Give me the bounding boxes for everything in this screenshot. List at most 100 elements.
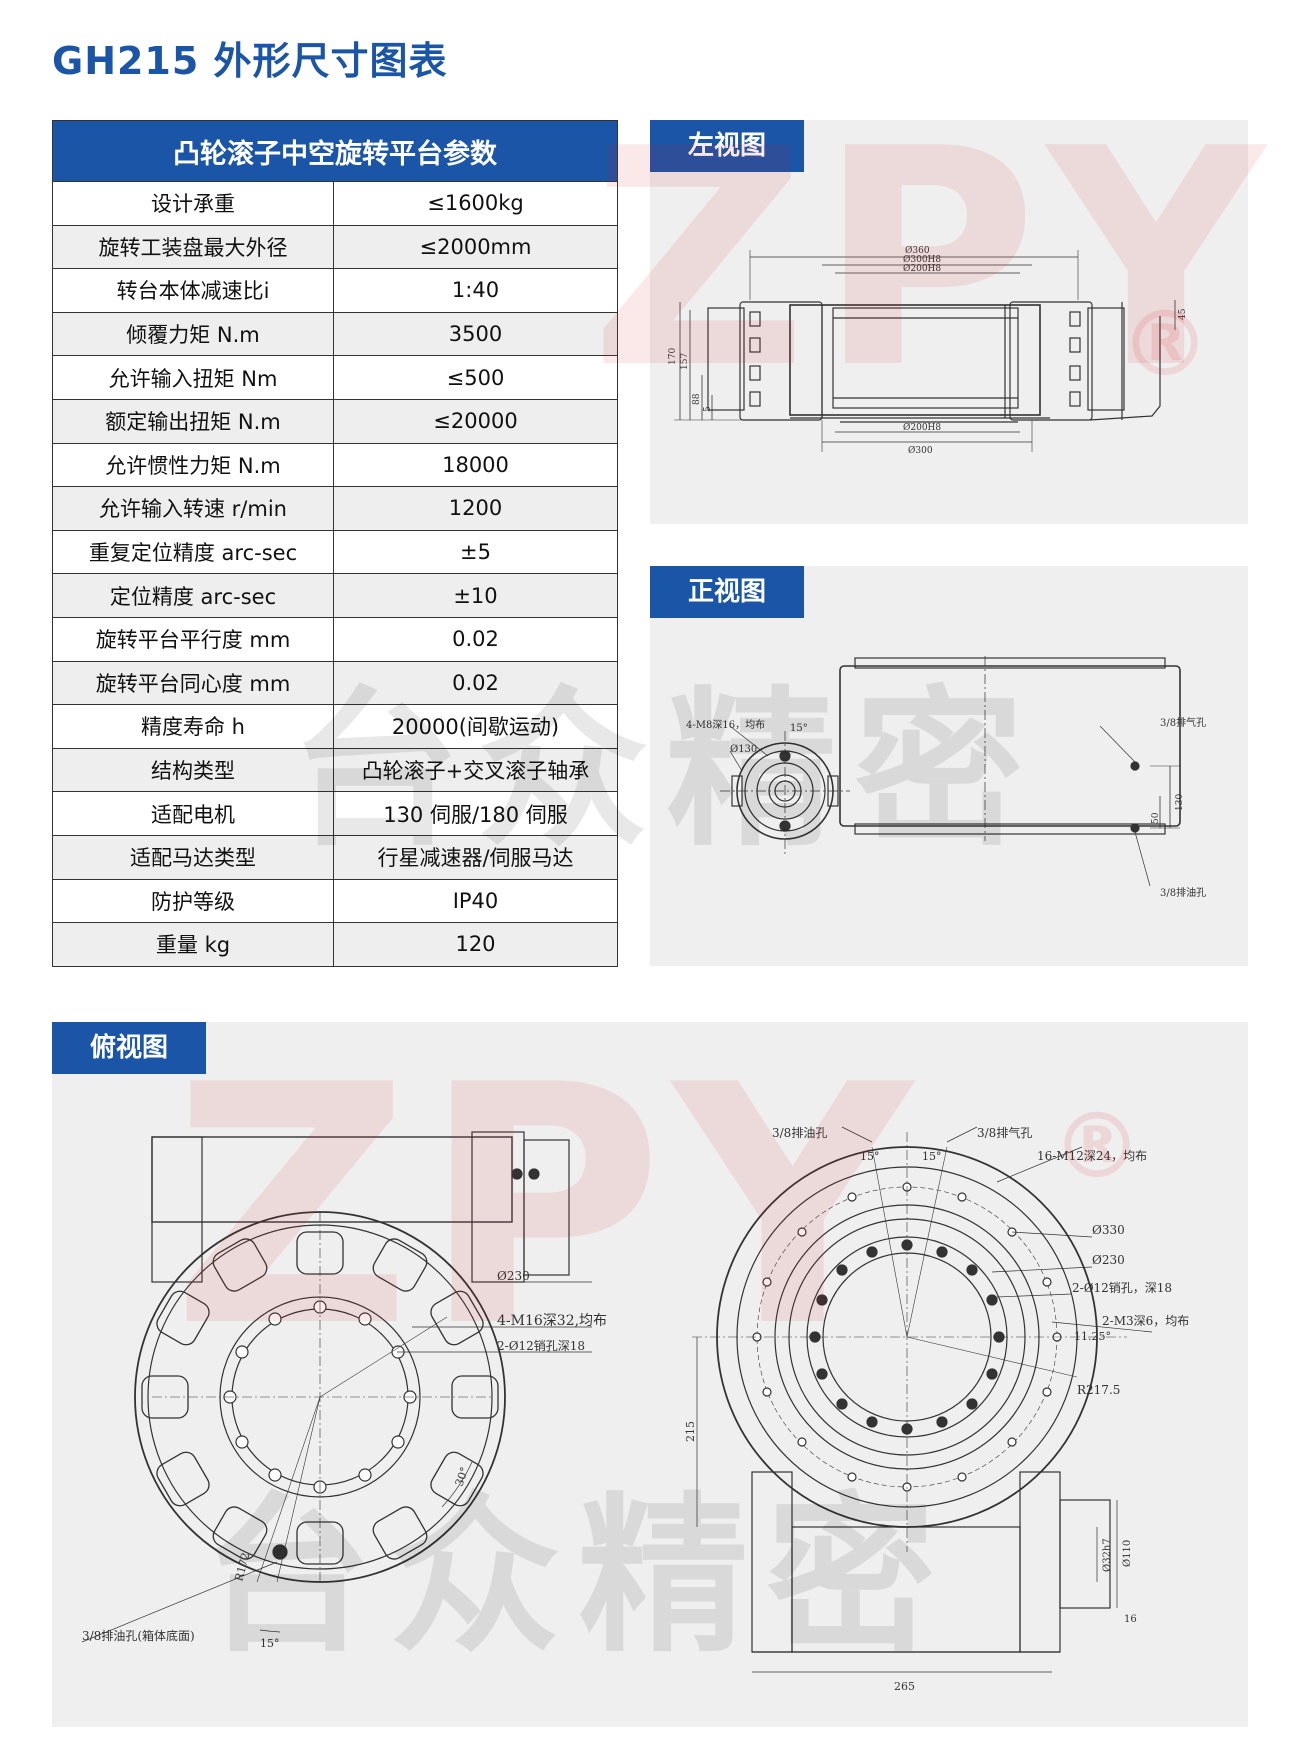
dim-d300: Ø300: [908, 445, 933, 456]
dim-d200h8: Ø200H8: [903, 263, 941, 274]
param-value: 18000: [333, 442, 618, 488]
note-left-a15: 15°: [260, 1637, 280, 1650]
page-title: GH215 外形尺寸图表: [52, 39, 448, 83]
note-right-m12: 16-M12深24，均布: [1037, 1149, 1147, 1163]
param-value: ±10: [333, 573, 618, 618]
param-value: ≤500: [333, 355, 618, 400]
note-left-m16: 4-M16深32,均布: [497, 1313, 607, 1329]
param-value: ≤1600kg: [333, 181, 618, 226]
table-row: 旋转工装盘最大外径≤2000mm: [52, 224, 618, 270]
top-view-right-drawing: 3/8排油孔 3/8排气孔 15° 15° 16-M12深24，均布 Ø330 …: [684, 1125, 1189, 1693]
param-name: 允许输入扭矩 Nm: [52, 355, 334, 400]
param-name: 倾覆力矩 N.m: [52, 311, 334, 357]
param-name: 旋转平台同心度 mm: [52, 660, 334, 706]
dim-h45: 45: [1178, 308, 1188, 320]
param-name: 重复定位精度 arc-sec: [52, 529, 334, 575]
left-view-panel: 左视图 Ø360 Ø300H8 Ø200H8 Ø200H8: [590, 110, 1265, 524]
param-name: 旋转平台平行度 mm: [52, 616, 334, 662]
param-name: 转台本体减速比i: [52, 268, 334, 313]
front-view-tab: 正视图: [650, 566, 805, 618]
note-right-r2175: R217.5: [1077, 1383, 1120, 1397]
note-m8: 4-M8深16，均布: [686, 719, 765, 731]
note-d130: Ø130: [730, 744, 757, 755]
top-view-panel: 俯视图: [52, 1022, 1248, 1727]
spec-table: 凸轮滚子中空旋转平台参数 设计承重≤1600kg 旋转工装盘最大外径≤2000m…: [52, 120, 618, 967]
dim-h157: 157: [680, 353, 690, 370]
note-right-m3: 2-M3深6，均布: [1102, 1314, 1189, 1328]
table-row: 允许输入扭矩 Nm≤500: [52, 355, 618, 400]
left-view-tab: 左视图: [650, 120, 805, 172]
dim-h50: 50: [1151, 812, 1161, 824]
note-right-d230: Ø230: [1092, 1253, 1125, 1267]
table-row: 额定输出扭矩 N.m≤20000: [52, 398, 618, 444]
dim-d200h8-bottom: Ø200H8: [903, 422, 941, 433]
param-name: 适配马达类型: [52, 834, 334, 880]
note-right-w265: 265: [894, 1680, 915, 1693]
dim-h170: 170: [668, 348, 678, 365]
param-name: 定位精度 arc-sec: [52, 573, 334, 618]
note-right-d32: Ø32h7: [1102, 1538, 1113, 1572]
table-header: 凸轮滚子中空旋转平台参数: [52, 120, 618, 182]
dim-h88: 88: [692, 393, 702, 405]
front-view-drawing: 4-M8深16，均布 Ø130 15° 3/8排气孔 3/8排油孔 130 50: [686, 656, 1206, 899]
param-value: ≤20000: [333, 398, 618, 444]
note-right-a15a: 15°: [860, 1150, 880, 1163]
note-right-vent: 3/8排气孔: [977, 1125, 1032, 1140]
table-row: 设计承重≤1600kg: [52, 181, 618, 226]
param-value: 1:40: [333, 268, 618, 313]
note-right-h215: 215: [684, 1421, 697, 1442]
param-value: 凸轮滚子+交叉滚子轴承: [333, 747, 618, 793]
param-value: 20000(间歇运动): [333, 704, 618, 749]
param-value: IP40: [333, 878, 618, 924]
note-right-a1125: 11.25°: [1074, 1330, 1111, 1343]
param-name: 旋转工装盘最大外径: [52, 224, 334, 270]
note-vent: 3/8排气孔: [1160, 716, 1206, 729]
note-right-pin: 2-Ø12销孔，深18: [1072, 1281, 1172, 1295]
front-view-panel: 正视图 4-M8深16，均布 Ø130 15° 3/8排气孔 3: [290, 566, 1248, 966]
top-view-drawing: Ø230 4-M16深32,均布 2-Ø12销孔深18 R172 30° 15°…: [81, 1125, 1189, 1693]
param-name: 允许输入转速 r/min: [52, 486, 334, 531]
param-name: 重量 kg: [52, 922, 334, 967]
table-row: 适配马达类型行星减速器/伺服马达: [52, 834, 618, 880]
param-value: 3500: [333, 311, 618, 357]
note-right-a15b: 15°: [922, 1150, 942, 1163]
table-row: 重复定位精度 arc-sec±5: [52, 529, 618, 575]
param-name: 适配电机: [52, 791, 334, 836]
param-value: 130 伺服/180 伺服: [333, 791, 618, 836]
param-value: 0.02: [333, 616, 618, 662]
note-right-w16: 16: [1124, 1614, 1137, 1625]
note-right-d330: Ø330: [1092, 1223, 1125, 1237]
param-name: 允许惯性力矩 N.m: [52, 442, 334, 488]
dim-d360: Ø360: [905, 245, 930, 256]
note-left-r172: R172: [232, 1551, 252, 1583]
dim-h5: 5: [703, 406, 713, 412]
note-left-drain: 3/8排油孔(箱体底面): [82, 1628, 195, 1643]
dim-d300h8: Ø300H8: [903, 254, 941, 265]
note-left-d230: Ø230: [497, 1269, 530, 1283]
top-view-left-drawing: Ø230 4-M16深32,均布 2-Ø12销孔深18 R172 30° 15°…: [81, 1131, 607, 1650]
table-row: 定位精度 arc-sec±10: [52, 573, 618, 618]
param-name: 设计承重: [52, 181, 334, 226]
note-right-drain: 3/8排油孔: [772, 1126, 827, 1140]
left-view-drawing: Ø360 Ø300H8 Ø200H8 Ø200H8 Ø300: [668, 245, 1188, 456]
note-drain: 3/8排油孔: [1160, 886, 1206, 899]
param-value: 1200: [333, 486, 618, 531]
note-left-a30: 30°: [453, 1465, 472, 1488]
table-row: 结构类型凸轮滚子+交叉滚子轴承: [52, 747, 618, 793]
param-value: 行星减速器/伺服马达: [333, 834, 618, 880]
param-name: 结构类型: [52, 747, 334, 793]
top-view-tab: 俯视图: [52, 1022, 207, 1074]
note-right-d110: Ø110: [1122, 1540, 1133, 1567]
param-value: ≤2000mm: [333, 224, 618, 270]
note-a15: 15°: [790, 723, 808, 734]
param-value: 120: [333, 922, 618, 967]
